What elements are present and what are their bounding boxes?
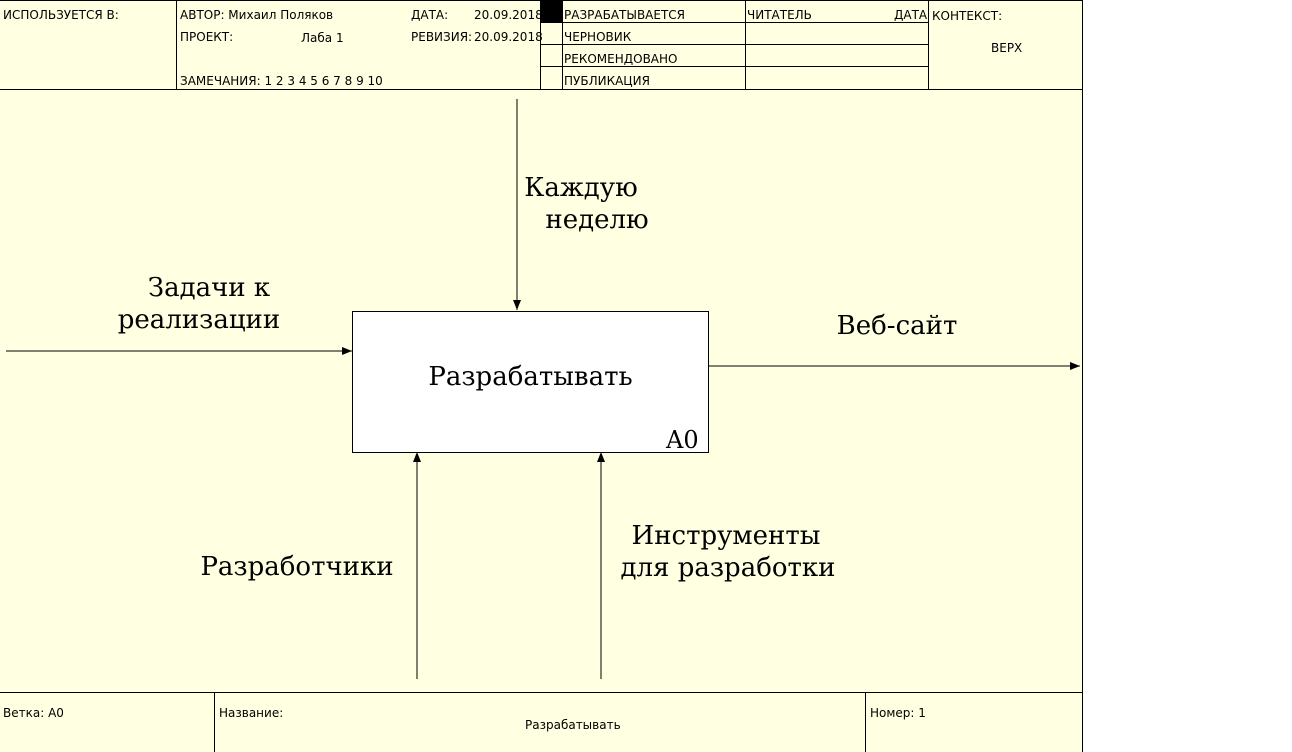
diagram-arrows — [6, 99, 1080, 679]
project-value: Лаба 1 — [301, 31, 344, 45]
sheet-right-border — [1082, 0, 1083, 752]
status-item-publication: ПУБЛИКАЦИЯ — [564, 74, 650, 88]
used-in-label: ИСПОЛЬЗУЕТСЯ В: — [3, 8, 119, 22]
author-field: АВТОР: Михаил Поляков — [180, 8, 334, 22]
revision-label: РЕВИЗИЯ: — [411, 30, 473, 44]
date-label: ДАТА: — [411, 8, 449, 22]
header-bottom-border — [0, 89, 1083, 90]
status-row-line-3 — [540, 66, 928, 67]
context-value: ВЕРХ — [991, 41, 1023, 55]
status-item-draft: ЧЕРНОВИК — [564, 30, 632, 44]
input-label-line-2: реализации — [117, 305, 281, 335]
output-label: Веб-сайт — [836, 311, 958, 341]
activity-box[interactable]: Разрабатывать A0 — [352, 311, 709, 454]
branch-field: Ветка: A0 — [3, 706, 64, 720]
header-divider-1 — [176, 0, 177, 89]
status-row-line-2 — [540, 44, 928, 45]
control-label-line-2: неделю — [545, 205, 649, 235]
status-item-recommended: РЕКОМЕНДОВАНО — [564, 52, 678, 66]
activity-name: Разрабатывать — [428, 362, 633, 392]
idef0-sheet: ИСПОЛЬЗУЕТСЯ В: АВТОР: Михаил Поляков ПР… — [0, 0, 1083, 752]
page-number: Номер: 1 — [870, 706, 926, 720]
mechanism-label-developers: Разработчики — [200, 552, 394, 582]
status-row-line-1 — [540, 22, 928, 23]
title-value: Разрабатывать — [525, 718, 621, 732]
title-label: Название: — [219, 706, 284, 720]
header-top-border — [0, 0, 1083, 1]
header-divider-5 — [928, 0, 929, 89]
reader-date-label: ДАТА — [894, 8, 928, 22]
footer-divider-2 — [865, 692, 866, 752]
mechanism-label-tools-line-2: для разработки — [620, 553, 836, 583]
revision-value: 20.09.2018 — [474, 30, 543, 44]
project-label: ПРОЕКТ: — [180, 30, 234, 44]
notes-field: ЗАМЕЧАНИЯ: 1 2 3 4 5 6 7 8 9 10 — [180, 74, 383, 88]
footer-divider-1 — [214, 692, 215, 752]
reader-label: ЧИТАТЕЛЬ — [747, 8, 812, 22]
input-label-line-1: Задачи к — [147, 273, 271, 303]
activity-id: A0 — [666, 426, 699, 454]
context-label: КОНТЕКСТ: — [932, 9, 1003, 23]
date-value: 20.09.2018 — [474, 8, 543, 22]
status-marker-filled — [541, 1, 562, 22]
status-item-working: РАЗРАБАТЫВАЕТСЯ — [564, 8, 686, 22]
footer-top-border — [0, 692, 1083, 693]
mechanism-label-tools-line-1: Инструменты — [631, 521, 821, 551]
control-label-line-1: Каждую — [524, 173, 638, 203]
